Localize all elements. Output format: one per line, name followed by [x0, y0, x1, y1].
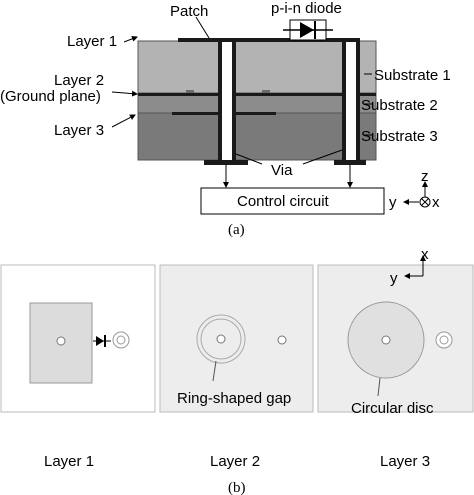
layer1-diode-icon [96, 336, 104, 346]
layer2-panel [159, 264, 314, 413]
pin-diode-icon [283, 19, 333, 41]
axis-a-y-label: y [389, 194, 397, 211]
label-diode: p-i-n diode [271, 0, 342, 17]
caption-a: (a) [228, 222, 245, 238]
axis-a-z-label: z [421, 168, 429, 185]
control-circuit-box [200, 187, 385, 215]
ground-plane-conductor [138, 93, 376, 96]
label-control-circuit: Control circuit [237, 193, 330, 210]
label-via: Via [271, 162, 293, 179]
via-left-inner [222, 42, 232, 162]
label-layer2: Layer 2 [54, 72, 104, 89]
label-patch: Patch [170, 3, 208, 20]
layer3-via-hole [381, 335, 391, 345]
axis-a-x-label: x [432, 194, 440, 211]
layer3-panel [317, 255, 474, 413]
circular-disc-leader [377, 377, 381, 397]
layer1-panel [0, 264, 156, 413]
layer2-arrow [111, 90, 138, 97]
substrate-3 [137, 112, 377, 161]
label-layer3: Layer 3 [54, 122, 104, 139]
panel-label-layer3: Layer 3 [380, 453, 430, 470]
patch-leader [195, 16, 210, 39]
panel-label-layer1: Layer 1 [44, 453, 94, 470]
axes-a [403, 181, 431, 208]
annotation-ring-gap: Ring-shaped gap [177, 390, 291, 407]
cross-section [111, 16, 385, 215]
layer3-arrow [111, 114, 136, 128]
label-substrate1: Substrate 1 [374, 67, 451, 84]
annotation-circular-disc: Circular disc [351, 400, 434, 417]
layer1-arrow [123, 35, 138, 43]
axis-b-y-label: y [390, 270, 398, 287]
via-leader-left [235, 153, 263, 165]
patch-conductor [178, 38, 360, 42]
label-substrate3: Substrate 3 [361, 128, 438, 145]
layer2-right-hole [277, 335, 287, 345]
substrate-1 [137, 40, 377, 94]
label-substrate2: Substrate 2 [361, 97, 438, 114]
ground-plane-bump-right [262, 90, 270, 93]
ring-gap-leader [212, 360, 217, 382]
panel-label-layer2: Layer 2 [210, 453, 260, 470]
ground-plane-bump-left [186, 90, 194, 93]
label-ground-plane: (Ground plane) [0, 88, 101, 105]
via-leader-right [302, 149, 343, 165]
layer1-via-hole [56, 336, 66, 346]
layer2-via-hole [216, 334, 226, 344]
via-right-inner [346, 42, 356, 162]
label-layer1: Layer 1 [67, 33, 117, 50]
pad-left [204, 160, 248, 165]
caption-b: (b) [228, 480, 246, 495]
axis-b-x-label: x [421, 246, 429, 263]
pad-right [334, 160, 366, 165]
